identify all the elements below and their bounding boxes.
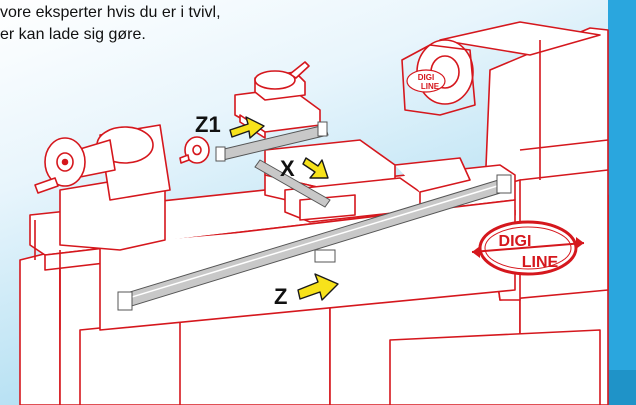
- axis-label-z1: Z1: [195, 112, 221, 137]
- scale-x: [254, 159, 331, 208]
- side-accent-bar: [608, 0, 636, 405]
- x-direction-arrow: [302, 157, 329, 179]
- cross-slide-handwheel: [179, 136, 210, 164]
- z1-direction-arrow: [229, 116, 265, 139]
- caption-line-2: er kan lade sig gøre.: [0, 26, 146, 43]
- small-digi-line-logo: [406, 69, 446, 93]
- side-accent-bar-bottom: [608, 370, 636, 405]
- large-digi-line-logo: DIGI LINE: [471, 220, 585, 276]
- axis-label-x: X: [280, 156, 295, 181]
- z-direction-arrow: [297, 273, 339, 301]
- linear-scales: [117, 121, 512, 311]
- caption-line-1: vore eksperter hvis du er i tvivl,: [0, 4, 221, 21]
- logo-arrow-left-icon: [472, 246, 480, 258]
- tool-post: [234, 61, 321, 139]
- scale-z-long: [117, 174, 512, 311]
- large-logo-bottom-text: LINE: [522, 254, 559, 271]
- small-logo-bottom-text: LINE: [421, 82, 440, 91]
- logo-arrow-right-icon: [576, 237, 584, 249]
- small-logo-top-text: DIGI: [418, 73, 434, 82]
- large-logo-top-text: DIGI: [499, 233, 532, 250]
- tailstock: [34, 124, 171, 251]
- caption-text: vore eksperter hvis du er i tvivl, er ka…: [0, 2, 330, 46]
- carriage: [264, 139, 471, 223]
- axis-label-z: Z: [274, 284, 287, 309]
- scale-z1: [215, 121, 329, 162]
